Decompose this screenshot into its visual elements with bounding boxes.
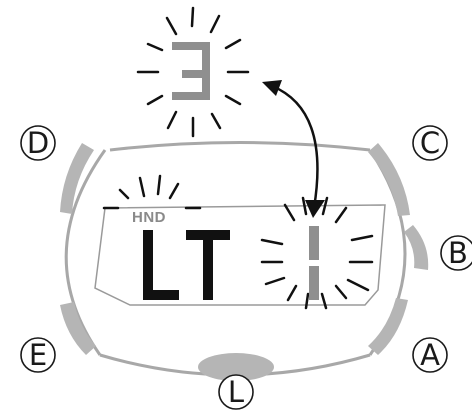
button-label-d: D bbox=[20, 125, 56, 161]
button-label-a: A bbox=[412, 337, 448, 373]
button-e-shape bbox=[60, 302, 96, 355]
button-l-shape bbox=[198, 353, 274, 381]
button-letter-c: C bbox=[420, 126, 440, 160]
button-letter-e: E bbox=[29, 338, 47, 372]
button-a-shape bbox=[368, 298, 408, 355]
button-b-shape bbox=[404, 225, 429, 270]
button-label-l: L bbox=[218, 374, 254, 410]
value-digit-flash bbox=[260, 196, 374, 310]
case-buttons bbox=[60, 143, 429, 381]
value-digit-segments bbox=[309, 226, 319, 300]
lt-segments bbox=[143, 230, 230, 300]
button-letter-b: B bbox=[448, 236, 468, 270]
button-letter-l: L bbox=[228, 375, 244, 409]
button-label-b: B bbox=[440, 235, 472, 271]
hnd-flash-marks bbox=[102, 174, 202, 210]
button-d-shape bbox=[60, 143, 94, 214]
button-c-shape bbox=[368, 143, 410, 216]
button-letter-a: A bbox=[420, 338, 440, 372]
toggle-arrow bbox=[262, 80, 325, 218]
button-label-e: E bbox=[20, 337, 56, 373]
lcd-panel bbox=[94, 204, 386, 306]
button-label-c: C bbox=[412, 125, 448, 161]
alt-digit-segments bbox=[172, 42, 210, 100]
alt-digit-flash bbox=[136, 6, 250, 138]
hnd-indicator: HND bbox=[132, 209, 166, 226]
button-letter-d: D bbox=[27, 126, 49, 160]
watch-case bbox=[64, 141, 407, 377]
